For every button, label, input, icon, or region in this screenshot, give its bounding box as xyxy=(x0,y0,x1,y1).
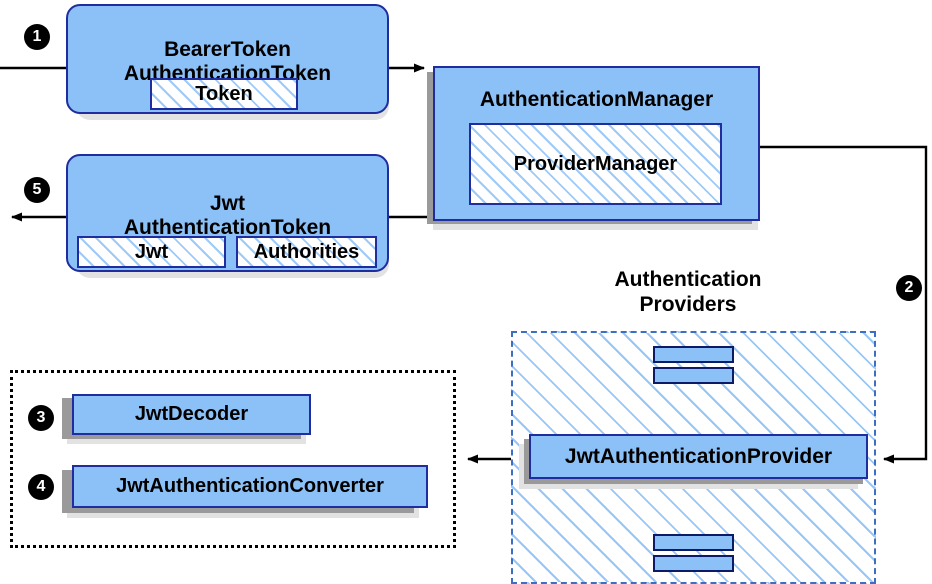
providers-caption-line1: Authentication xyxy=(614,268,762,291)
step-marker-1: 1 xyxy=(24,24,50,50)
step-marker-3: 3 xyxy=(28,405,54,431)
jwt-authentication-provider-box[interactable]: JwtAuthenticationProvider xyxy=(529,434,868,479)
providers-caption-line2: Providers xyxy=(639,292,737,316)
jwt-token-title-line2: AuthenticationToken xyxy=(123,216,332,239)
jwt-token-title-line1: Jwt xyxy=(209,192,245,215)
jwt-authentication-converter-box[interactable]: JwtAuthenticationConverter xyxy=(72,465,428,508)
bearer-token-inner-token-box: Token xyxy=(150,78,298,110)
authentication-manager-title: AuthenticationManager xyxy=(479,88,714,111)
provider-stub-bar-top-1 xyxy=(653,346,734,363)
provider-stub-bar-top-2 xyxy=(653,367,734,384)
jwt-token-inner-authorities-box: Authorities xyxy=(236,236,377,268)
jwt-decoder-box[interactable]: JwtDecoder xyxy=(72,394,311,435)
step-marker-2: 2 xyxy=(896,275,922,301)
provider-stub-bar-bottom-2 xyxy=(653,555,734,572)
jwt-support-beans-region xyxy=(10,370,456,548)
provider-manager-inner-box: ProviderManager xyxy=(469,123,722,205)
step-marker-5: 5 xyxy=(24,177,50,203)
jwt-token-inner-jwt-box: Jwt xyxy=(77,236,226,268)
step-marker-4: 4 xyxy=(28,474,54,500)
jwt-authentication-token-box[interactable]: Jwt AuthenticationToken xyxy=(66,154,389,272)
authentication-providers-caption: Authentication Providers xyxy=(562,268,814,318)
bearer-token-title-line1: BearerToken xyxy=(164,38,291,61)
provider-stub-bar-bottom-1 xyxy=(653,534,734,551)
